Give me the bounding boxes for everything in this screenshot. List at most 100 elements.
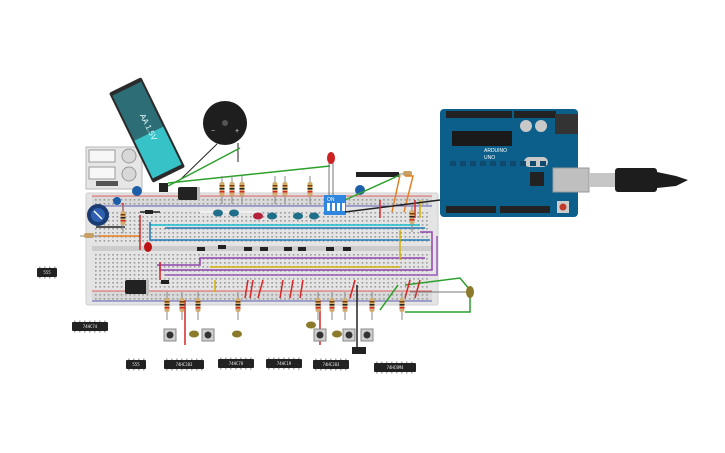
breadboard-hole[interactable] bbox=[138, 274, 140, 276]
breadboard-hole[interactable] bbox=[408, 270, 411, 272]
digital-header[interactable] bbox=[446, 111, 512, 118]
breadboard-hole[interactable] bbox=[327, 262, 329, 264]
breadboard-hole[interactable] bbox=[353, 270, 355, 272]
breadboard-hole[interactable] bbox=[224, 278, 226, 280]
breadboard-hole[interactable] bbox=[387, 294, 389, 296]
breadboard-hole[interactable] bbox=[408, 278, 411, 280]
breadboard-hole[interactable] bbox=[211, 286, 213, 288]
breadboard-hole[interactable] bbox=[361, 294, 364, 296]
breadboard-hole[interactable] bbox=[292, 240, 295, 242]
breadboard-hole[interactable] bbox=[413, 278, 415, 280]
capacitor[interactable] bbox=[293, 212, 303, 220]
breadboard-hole[interactable] bbox=[370, 228, 372, 230]
breadboard-hole[interactable] bbox=[396, 199, 398, 201]
breadboard-hole[interactable] bbox=[413, 286, 415, 288]
potentiometer[interactable] bbox=[87, 204, 109, 226]
breadboard-hole[interactable] bbox=[288, 232, 291, 234]
breadboard-hole[interactable] bbox=[116, 236, 119, 238]
breadboard-hole[interactable] bbox=[318, 203, 321, 205]
breadboard-hole[interactable] bbox=[241, 258, 243, 260]
breadboard-hole[interactable] bbox=[211, 294, 213, 296]
breadboard-hole[interactable] bbox=[417, 258, 420, 260]
breadboard-hole[interactable] bbox=[292, 228, 295, 230]
breadboard-hole[interactable] bbox=[129, 232, 131, 234]
breadboard-hole[interactable] bbox=[322, 258, 325, 260]
breadboard-hole[interactable] bbox=[374, 220, 377, 222]
breadboard-hole[interactable] bbox=[271, 294, 273, 296]
breadboard-hole[interactable] bbox=[396, 228, 398, 230]
breadboard-hole[interactable] bbox=[125, 199, 127, 201]
breadboard-hole[interactable] bbox=[206, 262, 209, 264]
breadboard-hole[interactable] bbox=[357, 232, 359, 234]
chip-74hc283-b[interactable]: 74HC283 bbox=[313, 358, 349, 371]
breadboard-hole[interactable] bbox=[176, 216, 179, 218]
breadboard-hole[interactable] bbox=[103, 228, 106, 230]
breadboard-hole[interactable] bbox=[168, 270, 170, 272]
breadboard-hole[interactable] bbox=[172, 216, 174, 218]
breadboard-hole[interactable] bbox=[236, 199, 239, 201]
breadboard-hole[interactable] bbox=[198, 278, 200, 280]
breadboard-hole[interactable] bbox=[193, 212, 196, 214]
breadboard-hole[interactable] bbox=[421, 199, 424, 201]
breadboard-hole[interactable] bbox=[193, 236, 196, 238]
breadboard-hole[interactable] bbox=[318, 262, 321, 264]
breadboard-hole[interactable] bbox=[133, 212, 136, 214]
breadboard-hole[interactable] bbox=[383, 278, 385, 280]
breadboard-hole[interactable] bbox=[232, 258, 235, 260]
breadboard-hole[interactable] bbox=[421, 262, 424, 264]
breadboard-hole[interactable] bbox=[275, 270, 278, 272]
breadboard-hole[interactable] bbox=[340, 240, 342, 242]
breadboard-hole[interactable] bbox=[163, 278, 166, 280]
breadboard-hole[interactable] bbox=[254, 220, 256, 222]
breadboard-hole[interactable] bbox=[146, 254, 149, 256]
breadboard-hole[interactable] bbox=[400, 278, 402, 280]
push-button[interactable] bbox=[360, 328, 374, 342]
breadboard-hole[interactable] bbox=[245, 203, 248, 205]
breadboard-hole[interactable] bbox=[400, 254, 402, 256]
breadboard-hole[interactable] bbox=[155, 278, 157, 280]
breadboard-hole[interactable] bbox=[301, 254, 303, 256]
breadboard-hole[interactable] bbox=[142, 224, 144, 226]
dip-switch[interactable]: ON bbox=[324, 195, 346, 215]
breadboard-hole[interactable] bbox=[99, 199, 101, 201]
breadboard-hole[interactable] bbox=[150, 216, 153, 218]
breadboard-hole[interactable] bbox=[365, 216, 368, 218]
breadboard-hole[interactable] bbox=[103, 199, 106, 201]
breadboard-hole[interactable] bbox=[245, 298, 248, 300]
breadboard-hole[interactable] bbox=[279, 298, 282, 300]
breadboard-hole[interactable] bbox=[176, 294, 179, 296]
breadboard-hole[interactable] bbox=[365, 236, 368, 238]
breadboard-hole[interactable] bbox=[258, 262, 260, 264]
breadboard-hole[interactable] bbox=[228, 199, 230, 201]
breadboard-hole[interactable] bbox=[138, 212, 140, 214]
breadboard-hole[interactable] bbox=[335, 236, 338, 238]
breadboard-hole[interactable] bbox=[193, 240, 196, 242]
breadboard-hole[interactable] bbox=[348, 282, 351, 284]
breadboard-hole[interactable] bbox=[99, 282, 101, 284]
breadboard-hole[interactable] bbox=[370, 282, 372, 284]
breadboard-hole[interactable] bbox=[129, 278, 131, 280]
breadboard-hole[interactable] bbox=[383, 228, 385, 230]
breadboard-hole[interactable] bbox=[374, 294, 377, 296]
breadboard-hole[interactable] bbox=[297, 220, 299, 222]
breadboard-hole[interactable] bbox=[344, 282, 346, 284]
breadboard-hole[interactable] bbox=[142, 228, 144, 230]
breadboard-hole[interactable] bbox=[365, 286, 368, 288]
breadboard-hole[interactable] bbox=[344, 220, 346, 222]
breadboard-hole[interactable] bbox=[391, 262, 394, 264]
breadboard-hole[interactable] bbox=[262, 258, 265, 260]
breadboard-hole[interactable] bbox=[172, 286, 174, 288]
breadboard-hole[interactable] bbox=[159, 199, 162, 201]
blue-capacitor-left-2[interactable] bbox=[113, 197, 121, 205]
breadboard-hole[interactable] bbox=[288, 228, 291, 230]
breadboard-hole[interactable] bbox=[125, 262, 127, 264]
dc-jack[interactable] bbox=[555, 114, 578, 134]
breadboard-hole[interactable] bbox=[120, 262, 123, 264]
breadboard-hole[interactable] bbox=[262, 282, 265, 284]
breadboard-hole[interactable] bbox=[125, 232, 127, 234]
breadboard-hole[interactable] bbox=[232, 294, 235, 296]
breadboard-hole[interactable] bbox=[249, 199, 252, 201]
breadboard-hole[interactable] bbox=[129, 270, 131, 272]
breadboard-hole[interactable] bbox=[168, 258, 170, 260]
breadboard-hole[interactable] bbox=[275, 278, 278, 280]
